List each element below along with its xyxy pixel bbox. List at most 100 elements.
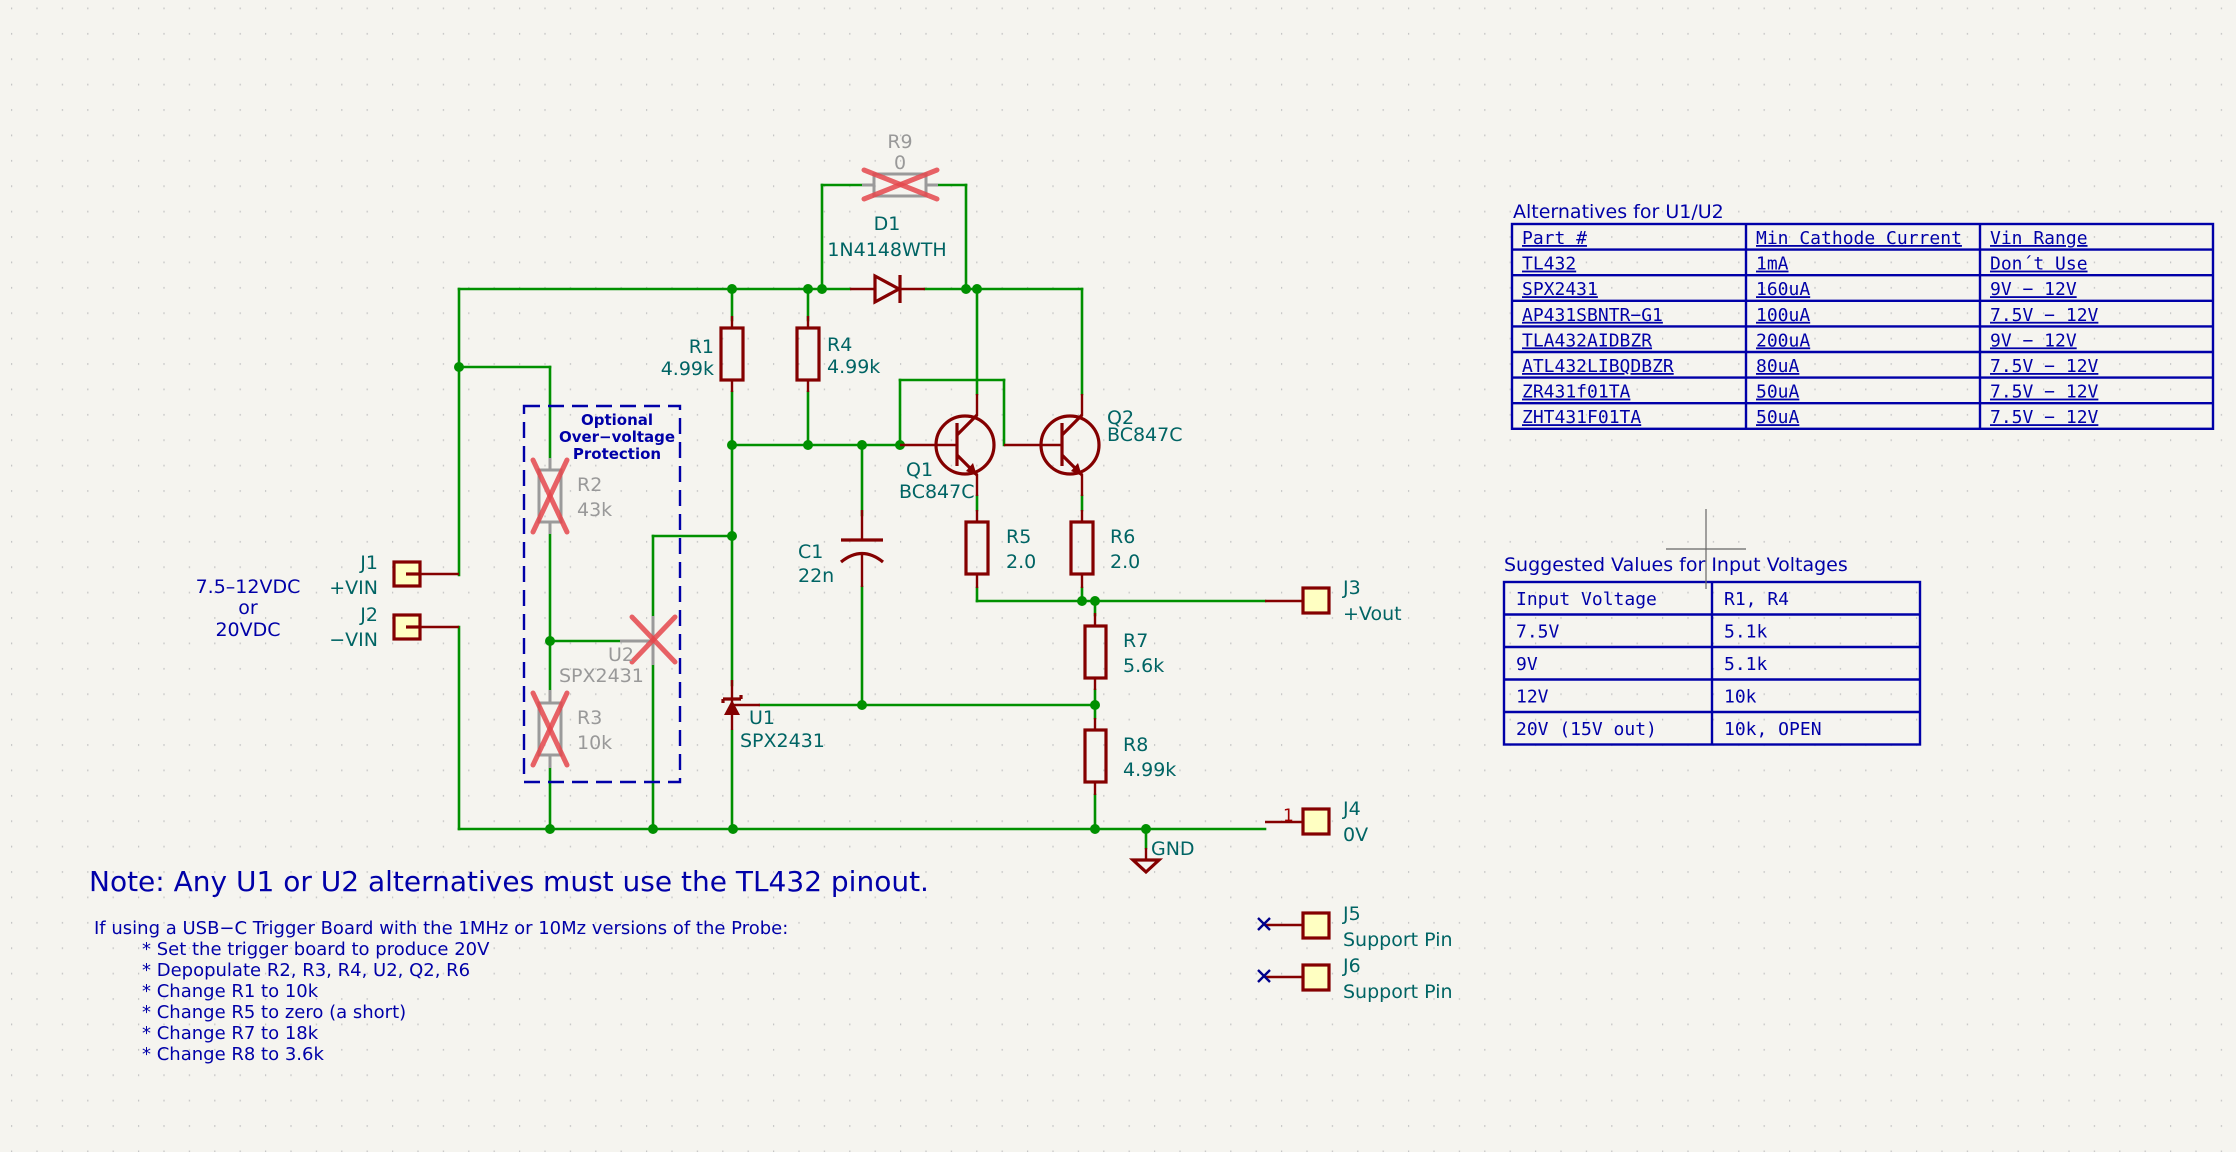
table-cell: SPX2431 [1522, 279, 1598, 300]
table-cell: 50uA [1756, 407, 1800, 428]
r9-ref: R9 [887, 131, 912, 153]
svg-text:7.5–12VDC: 7.5–12VDC [196, 576, 301, 598]
q2-value: BC847C [1107, 424, 1183, 446]
svg-text:Note: Any U1 or U2 alternative: Note: Any U1 or U2 alternatives must use… [89, 865, 929, 898]
alternatives-table: Alternatives for U1/U2 Part # Min Cathode… [1510, 201, 2215, 431]
j5-value: Support Pin [1343, 929, 1453, 951]
alternatives-table-title: Alternatives for U1/U2 [1513, 201, 1724, 223]
r7-ref: R7 [1123, 630, 1148, 652]
svg-text:Over−voltage: Over−voltage [559, 428, 675, 446]
r3-value: 10k [577, 732, 612, 754]
crosshair-cursor [1666, 509, 1746, 589]
table-header-cell: Part # [1522, 228, 1587, 249]
table-cell: 5.1k [1724, 622, 1768, 643]
j4-value: 0V [1343, 824, 1368, 846]
junctions [454, 284, 1151, 834]
connector-j1[interactable]: J1 +VIN [329, 552, 459, 599]
q2-ref: Q2 [1107, 407, 1134, 429]
table-cell: 7.5V [1516, 622, 1560, 643]
pinout-note: Note: Any U1 or U2 alternatives must use… [89, 865, 929, 898]
diode-d1[interactable]: D1 1N4148WTH [827, 213, 947, 305]
j3-ref: J3 [1342, 577, 1361, 599]
table-header-cell: Vin Range [1990, 228, 2088, 249]
svg-text:* Change R8 to 3.6k: * Change R8 to 3.6k [142, 1044, 324, 1065]
u2-value: SPX2431 [559, 665, 644, 687]
resistor-r4[interactable]: R4 4.99k [795, 316, 880, 392]
table-cell: 200uA [1756, 330, 1810, 351]
dnp-cross-icon [861, 167, 940, 202]
shunt-regulator-u1[interactable]: U1 SPX2431 [721, 680, 825, 752]
resistor-r6[interactable]: R6 2.0 [1069, 510, 1140, 588]
table-cell: 9V − 12V [1990, 330, 2077, 351]
svg-text:* Depopulate R2, R3, R4, U2, Q: * Depopulate R2, R3, R4, U2, Q2, R6 [142, 960, 470, 981]
j2-value: −VIN [329, 629, 378, 651]
q1-value: BC847C [899, 481, 975, 503]
j2-ref: J2 [359, 604, 378, 626]
j1-ref: J1 [359, 552, 378, 574]
resistor-r7[interactable]: R7 5.6k [1083, 613, 1164, 690]
transistor-q1[interactable]: Q1 BC847C [899, 394, 996, 503]
j4-pin-number: 1 [1283, 806, 1294, 826]
connector-j6[interactable]: J6 Support Pin [1257, 955, 1453, 1003]
table-header-cell: Min Cathode Current [1756, 228, 1962, 249]
table-cell: 160uA [1756, 279, 1810, 300]
shunt-regulator-u2-dnp[interactable]: U2 SPX2431 [559, 614, 678, 687]
dnp-cross-icon [629, 614, 678, 665]
ovp-group-box: Optional Over−voltage Protection [522, 404, 682, 784]
u1-ref: U1 [749, 707, 775, 729]
resistor-r3-dnp[interactable]: R3 10k [530, 690, 612, 768]
resistor-r5[interactable]: R5 2.0 [964, 510, 1036, 588]
table-cell: 9V − 12V [1990, 279, 2077, 300]
svg-text:If using a USB−C Trigger Board: If using a USB−C Trigger Board with the … [94, 918, 788, 939]
table-cell: ZHT431F01TA [1522, 407, 1641, 428]
capacitor-c1[interactable]: C1 22n [798, 510, 885, 587]
r7-value: 5.6k [1123, 655, 1164, 677]
j1-value: +VIN [329, 577, 378, 599]
r6-value: 2.0 [1110, 551, 1140, 573]
j6-ref: J6 [1342, 955, 1361, 977]
suggested-table-title: Suggested Values for Input Voltages [1504, 554, 1848, 576]
r5-ref: R5 [1006, 526, 1031, 548]
transistor-q2[interactable]: Q2 BC847C [1004, 394, 1183, 496]
svg-text:* Change R7 to 18k: * Change R7 to 18k [142, 1023, 319, 1044]
connector-j3[interactable]: J3 +Vout [1265, 577, 1402, 625]
r4-ref: R4 [827, 334, 852, 356]
table-cell: 20V (15V out) [1516, 719, 1657, 740]
table-cell: 50uA [1756, 382, 1800, 403]
r6-ref: R6 [1110, 526, 1135, 548]
suggested-values-table: Suggested Values for Input Voltages Inpu… [1502, 554, 1922, 746]
svg-text:* Set the trigger board to pro: * Set the trigger board to produce 20V [142, 939, 490, 960]
r5-value: 2.0 [1006, 551, 1036, 573]
resistor-r1[interactable]: R1 4.99k [661, 316, 745, 392]
r2-value: 43k [577, 499, 612, 521]
table-header-cell: Input Voltage [1516, 589, 1657, 610]
connector-j5[interactable]: J5 Support Pin [1257, 903, 1453, 951]
gnd-symbol[interactable]: GND [1128, 838, 1195, 875]
no-connect-icon [1257, 969, 1271, 983]
connector-j2[interactable]: J2 −VIN [329, 604, 459, 651]
table-cell: 100uA [1756, 305, 1810, 326]
svg-text:Optional: Optional [581, 411, 653, 429]
table-cell: 10k [1724, 687, 1757, 708]
r8-ref: R8 [1123, 734, 1148, 756]
resistor-r2-dnp[interactable]: R2 43k [530, 457, 612, 535]
d1-ref: D1 [874, 213, 901, 235]
c1-value: 22n [798, 565, 834, 587]
dnp-cross-icon [530, 690, 570, 768]
svg-text:or: or [238, 597, 258, 619]
q1-ref: Q1 [906, 459, 933, 481]
dnp-cross-icon [530, 457, 570, 535]
svg-text:20VDC: 20VDC [215, 619, 280, 641]
d1-value: 1N4148WTH [827, 239, 946, 261]
r9-value: 0 [894, 152, 906, 174]
input-voltage-note: 7.5–12VDC or 20VDC [196, 576, 301, 641]
svg-text:* Change R5 to zero (a short): * Change R5 to zero (a short) [142, 1002, 406, 1023]
resistor-r9-dnp[interactable]: R9 0 [861, 131, 940, 202]
j6-value: Support Pin [1343, 981, 1453, 1003]
table-cell: 12V [1516, 687, 1549, 708]
resistor-r8[interactable]: R8 4.99k [1083, 718, 1176, 795]
r1-ref: R1 [689, 336, 714, 358]
connector-j4[interactable]: 1 J4 0V [1265, 798, 1368, 846]
